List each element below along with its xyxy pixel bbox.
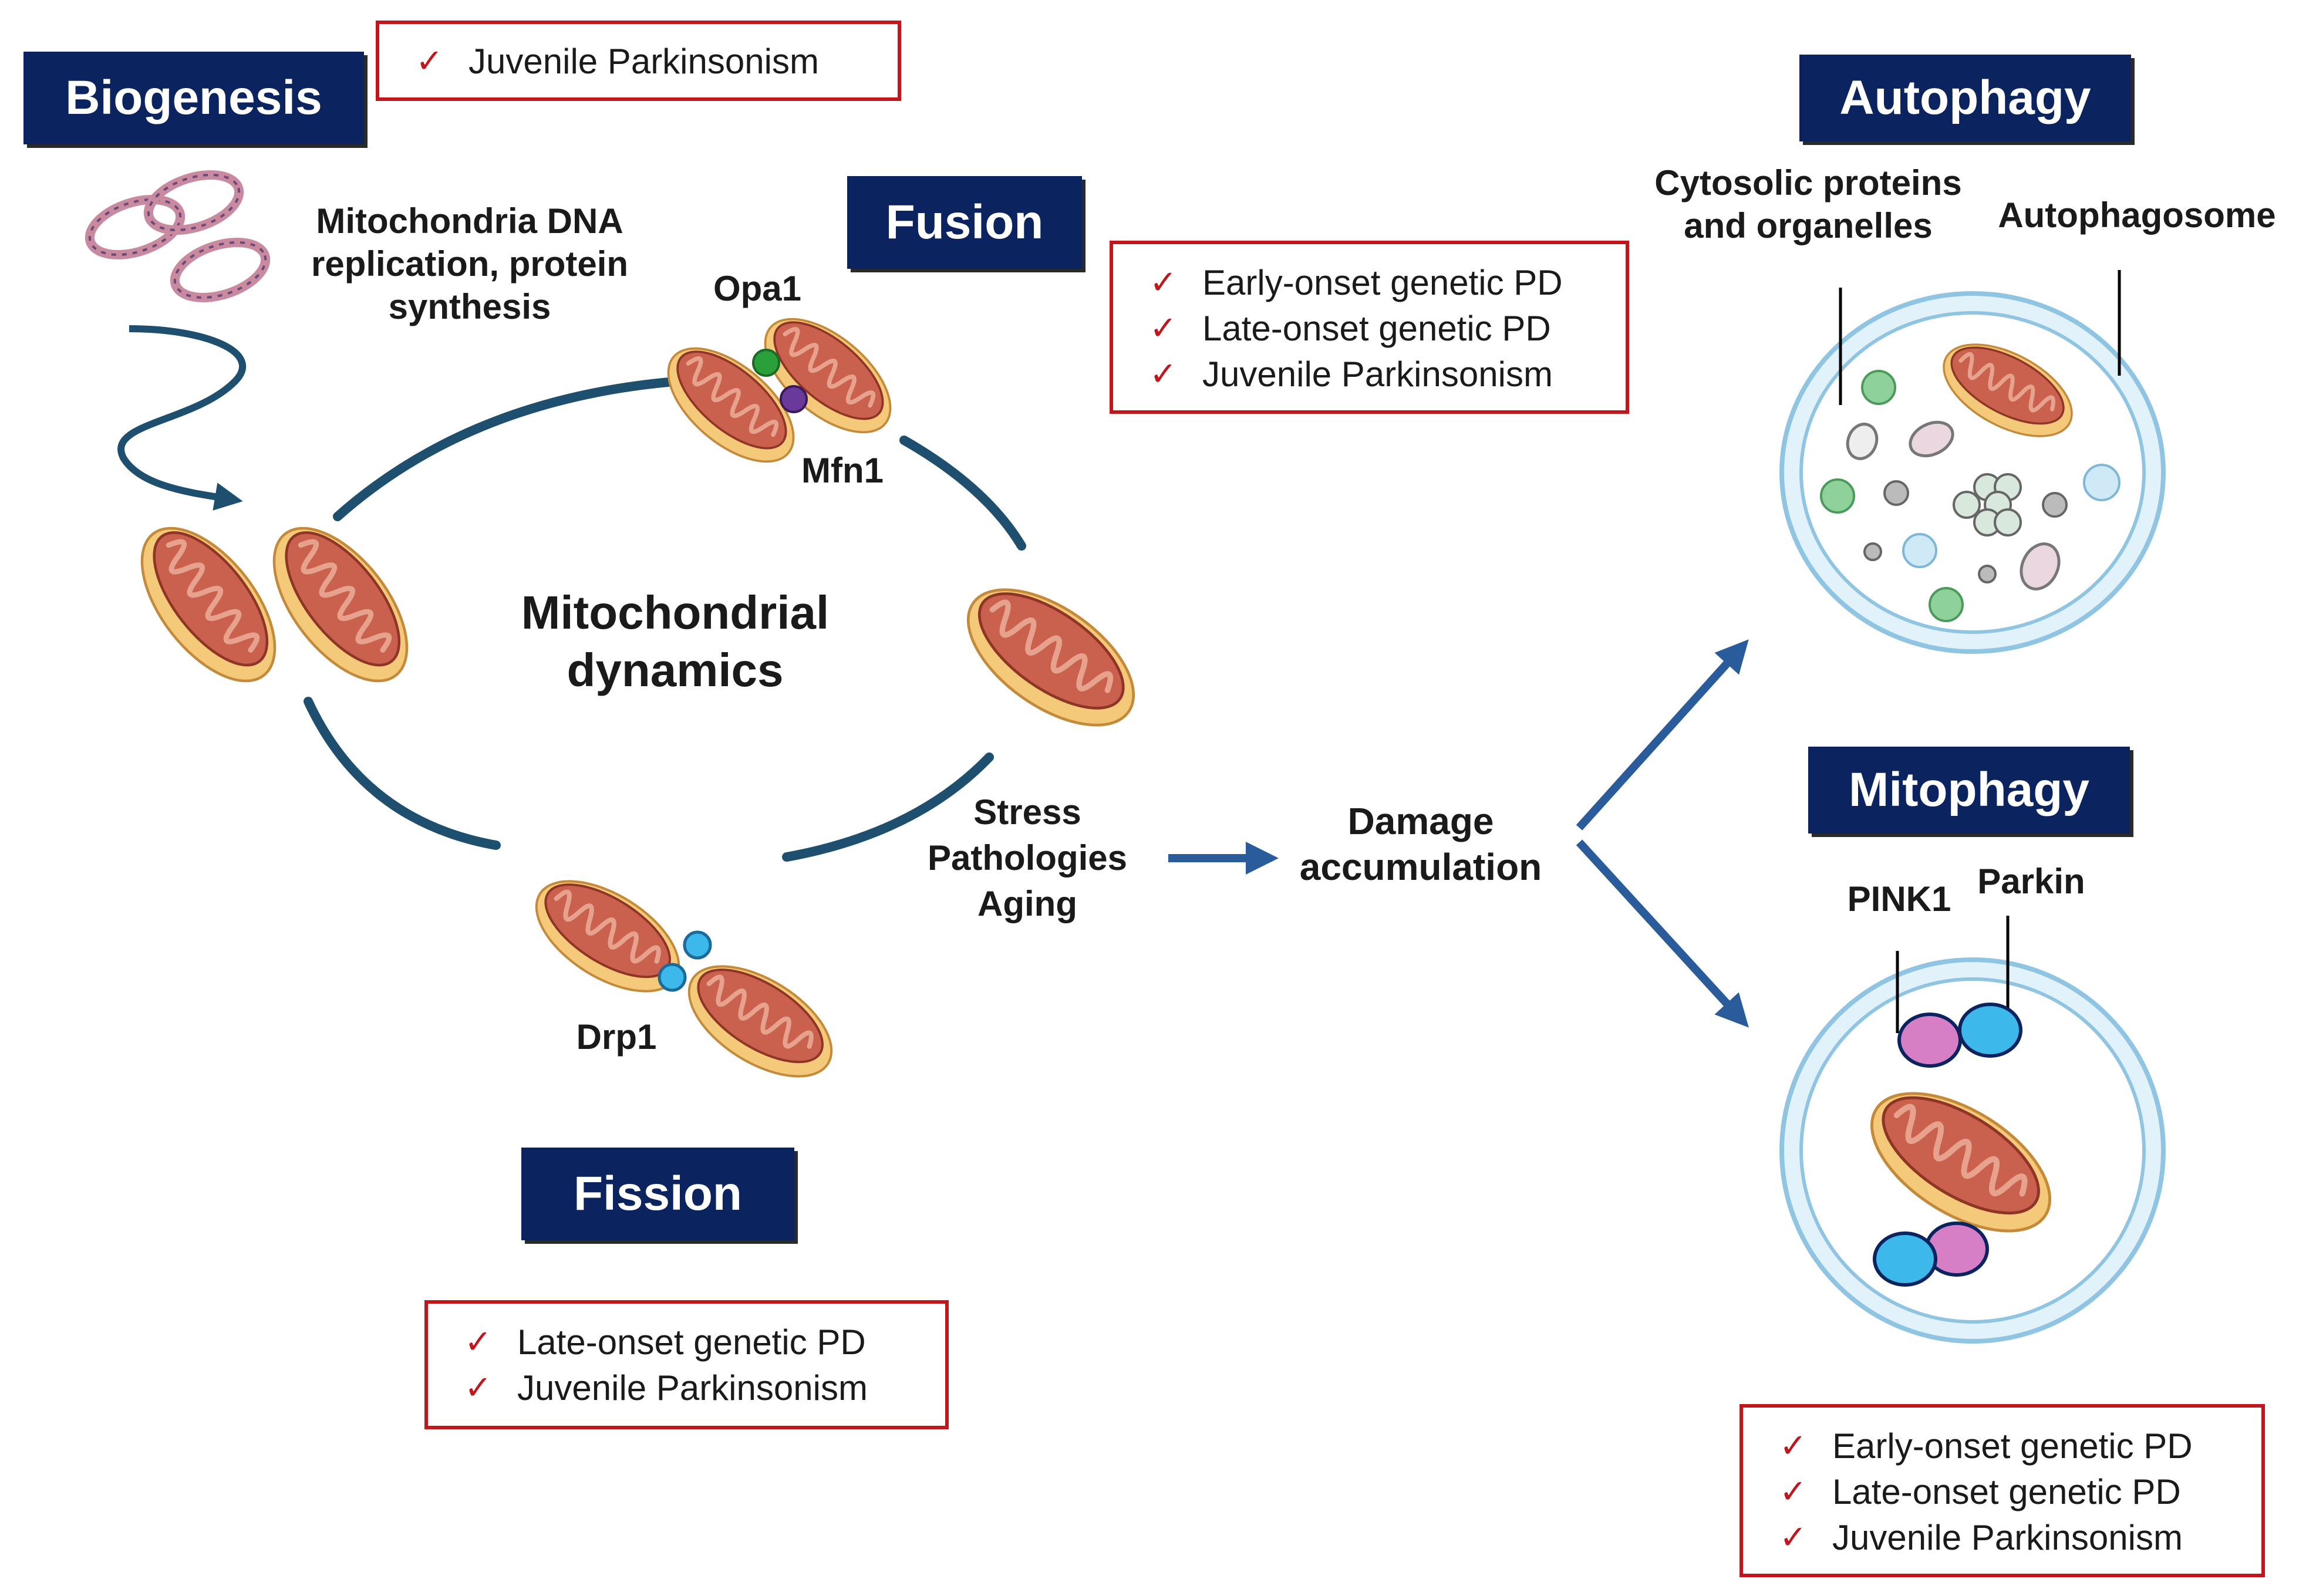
check-mark-icon: ✓ <box>1779 1472 1807 1511</box>
list-item: ✓ Late-onset genetic PD <box>1779 1472 2181 1511</box>
mitochondrion-icon <box>945 563 1157 752</box>
damage-to-mitophagy-arrow <box>1576 839 1749 1028</box>
parkin-protein-icon <box>1873 1003 2022 1287</box>
damage-accumulation-label: Damage accumulation <box>1299 800 1542 889</box>
biogenesis-disease-list: ✓ Juvenile Parkinsonism <box>376 21 901 101</box>
mfn1-label: Mfn1 <box>801 451 884 490</box>
parkin-label: Parkin <box>1977 862 2085 901</box>
damage-to-autophagy-arrow <box>1576 639 1749 831</box>
fusion-title: Fusion <box>847 176 1082 269</box>
fission-title: Fission <box>521 1148 794 1240</box>
list-item: ✓ Juvenile Parkinsonism <box>1149 354 1553 394</box>
fusion-mitochondria-icon <box>649 298 910 482</box>
cytosolic-label: Cytosolic proteins and organelles <box>1654 163 1962 246</box>
mtdna-ring-icon <box>83 164 272 308</box>
list-item: ✓ Juvenile Parkinsonism <box>464 1368 868 1408</box>
dynamics-cycle-arcs <box>304 377 1026 862</box>
check-mark-icon: ✓ <box>464 1368 492 1407</box>
fusion-disease-list: ✓ Early-onset genetic PD ✓ Late-onset ge… <box>1110 241 1629 414</box>
fission-disease-list: ✓ Late-onset genetic PD ✓ Juvenile Parki… <box>424 1300 949 1429</box>
autophagy-title: Autophagy <box>1799 55 2131 141</box>
biogenesis-title: Biogenesis <box>23 52 364 144</box>
autophagosome-label: Autophagosome <box>1998 195 2276 235</box>
drp1-label: Drp1 <box>576 1017 657 1057</box>
pink1-label: PINK1 <box>1847 879 1951 919</box>
check-mark-icon: ✓ <box>416 42 443 80</box>
check-mark-icon: ✓ <box>1149 263 1177 302</box>
list-item: ✓ Early-onset genetic PD <box>1779 1426 2193 1466</box>
check-mark-icon: ✓ <box>464 1322 492 1361</box>
biogenesis-arrow <box>117 325 247 511</box>
autophagosome-icon <box>1779 270 2166 654</box>
list-item: ✓ Late-onset genetic PD <box>464 1322 866 1362</box>
check-mark-icon: ✓ <box>1779 1518 1807 1557</box>
list-item: ✓ Early-onset genetic PD <box>1149 262 1563 302</box>
check-mark-icon: ✓ <box>1149 355 1177 393</box>
list-item: ✓ Juvenile Parkinsonism <box>1779 1517 2183 1557</box>
check-mark-icon: ✓ <box>1149 309 1177 347</box>
mitophagy-title: Mitophagy <box>1808 747 2130 834</box>
list-item: ✓ Late-onset genetic PD <box>1149 308 1551 348</box>
stress-factors-label: Stress Pathologies Aging <box>927 792 1128 923</box>
check-mark-icon: ✓ <box>1779 1426 1807 1465</box>
mitochondrial-dynamics-label: Mitochondrial dynamics <box>521 586 830 696</box>
mitophagy-disease-list: ✓ Early-onset genetic PD ✓ Late-onset ge… <box>1739 1404 2265 1577</box>
fission-mitochondria-icon <box>518 859 849 1099</box>
mitophagy-vesicle-icon <box>1779 916 2166 1344</box>
list-item: ✓ Juvenile Parkinsonism <box>416 41 819 81</box>
mitochondria-pair-icon <box>116 505 432 704</box>
opa1-label: Opa1 <box>713 269 802 308</box>
biogenesis-description: Mitochondria DNA replication, protein sy… <box>311 201 629 327</box>
